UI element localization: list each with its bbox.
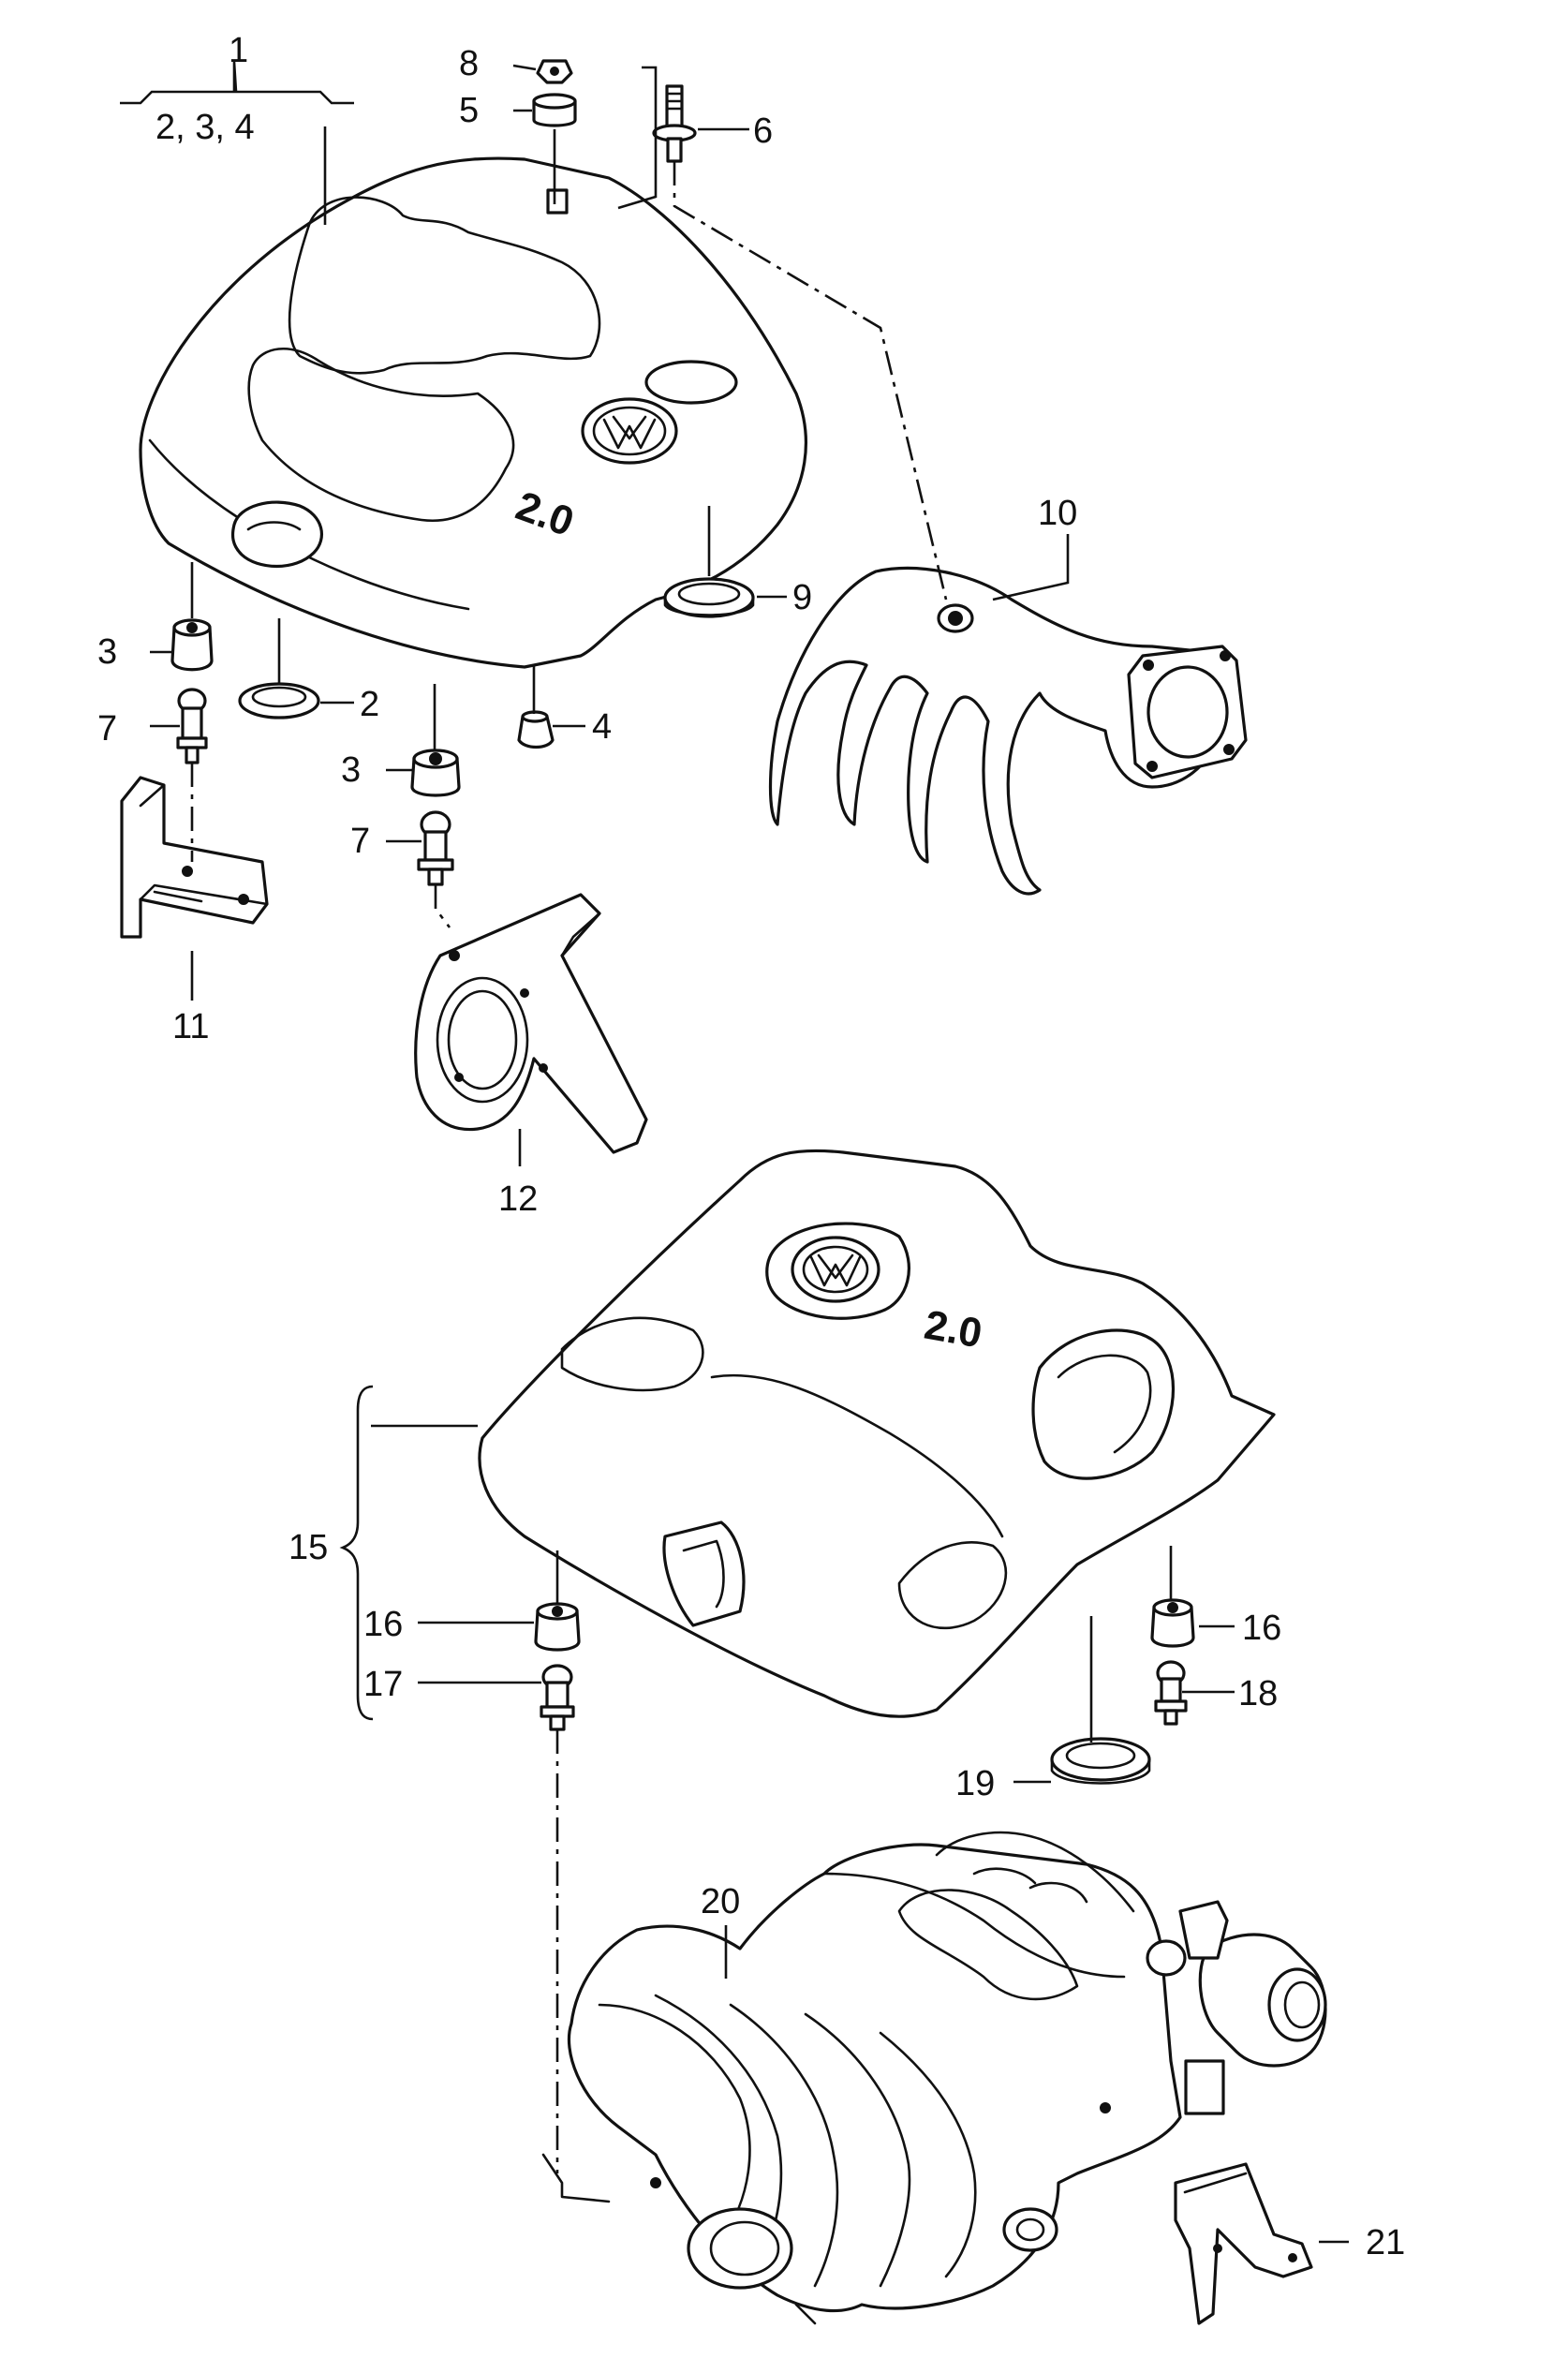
vw-logo-icon <box>581 397 678 465</box>
callout-21: 21 <box>1366 2223 1405 2262</box>
callout-17: 17 <box>363 1665 403 1704</box>
callout-9: 9 <box>792 578 812 617</box>
intake-manifold-lower <box>541 1831 1327 2325</box>
part-7-ball-stud-center <box>417 810 454 886</box>
assembly-lines <box>190 161 948 2173</box>
group-brace-15 <box>339 1385 374 1721</box>
callout-1: 1 <box>229 31 248 70</box>
vw-logo-icon-lower <box>765 1222 910 1320</box>
part-3-rubber-mount-left <box>170 618 214 672</box>
part-16-rubber-mount-left <box>534 1602 581 1652</box>
part-19-seal-ring <box>1050 1737 1151 1785</box>
bracket-11 <box>120 776 269 939</box>
engine-cover-lower: 2.0 <box>478 1149 1276 1718</box>
part-16-rubber-mount-right <box>1150 1598 1195 1648</box>
callout-12: 12 <box>498 1179 538 1219</box>
part-9-seal-ring <box>663 577 755 618</box>
intake-manifold-upper <box>768 566 1248 896</box>
displacement-badge-bottom: 2.0 <box>921 1302 985 1357</box>
callout-4: 4 <box>592 707 612 747</box>
callout-7-center: 7 <box>350 822 370 861</box>
callout-7-left: 7 <box>97 709 117 749</box>
callout-19: 19 <box>955 1764 995 1803</box>
callout-11: 11 <box>172 1007 209 1046</box>
part-3-rubber-mount-center <box>410 749 461 797</box>
leader-lines <box>150 64 1349 2244</box>
engine-cover-upper: 2.0 <box>139 156 807 669</box>
callouts: 1 2, 3, 4 8 5 6 10 9 3 7 2 4 3 7 11 12 1… <box>97 31 1405 2262</box>
callout-3-center: 3 <box>341 750 361 790</box>
callout-6: 6 <box>753 111 773 151</box>
part-4-plug <box>517 710 555 749</box>
part-18-ball-stud <box>1154 1660 1188 1726</box>
part-17-ball-stud <box>540 1664 575 1731</box>
callout-3-left: 3 <box>97 632 117 672</box>
callout-10: 10 <box>1038 494 1077 533</box>
callout-20: 20 <box>701 1882 740 1921</box>
callout-15: 15 <box>288 1528 328 1567</box>
callout-16-right: 16 <box>1242 1609 1281 1648</box>
bracket-21 <box>1174 2162 1313 2325</box>
part-6-stud <box>652 84 697 163</box>
callout-16-left: 16 <box>363 1605 403 1644</box>
callout-8: 8 <box>459 44 479 83</box>
callout-2-3-4: 2, 3, 4 <box>155 108 255 147</box>
part-2-seal-ring <box>238 682 320 719</box>
group-bracket-1 <box>120 61 354 105</box>
part-7-ball-stud-left <box>176 688 208 764</box>
callout-5: 5 <box>459 91 479 130</box>
bracket-12 <box>414 893 648 1154</box>
part-5-grommet <box>532 93 577 127</box>
callout-2: 2 <box>360 685 379 724</box>
callout-18: 18 <box>1238 1674 1278 1713</box>
part-8-nut <box>536 59 573 84</box>
